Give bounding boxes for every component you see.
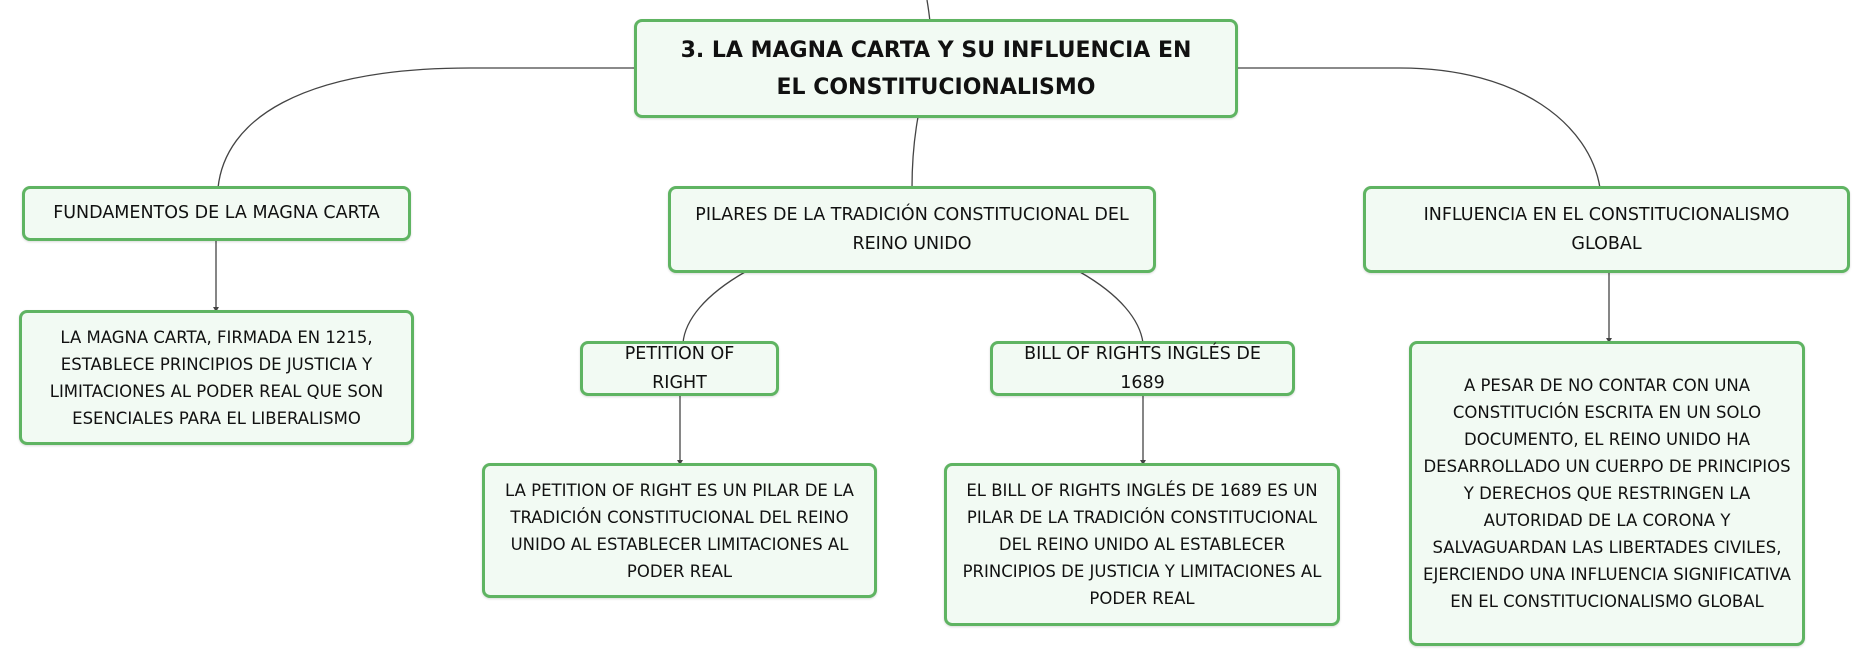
node-bill-detail[interactable]: EL BILL OF RIGHTS INGLÉS DE 1689 ES UN P… <box>944 463 1340 626</box>
node-petition-detail-text: LA PETITION OF RIGHT ES UN PILAR DE LA T… <box>505 480 854 581</box>
connector-pilares-to-petition <box>682 271 746 344</box>
connector-root-to-influencia <box>1237 67 1601 189</box>
arrowhead-bill-detail <box>1140 460 1146 465</box>
node-fundamentos[interactable]: FUNDAMENTOS DE LA MAGNA CARTA <box>22 186 411 241</box>
root-node[interactable]: 3. LA MAGNA CARTA Y SU INFLUENCIA EN EL … <box>634 19 1238 118</box>
node-influencia[interactable]: INFLUENCIA EN EL CONSTITUCIONALISMO GLOB… <box>1363 186 1850 273</box>
node-fundamentos-label: FUNDAMENTOS DE LA MAGNA CARTA <box>53 203 380 223</box>
node-pilares[interactable]: PILARES DE LA TRADICIÓN CONSTITUCIONAL D… <box>668 186 1156 273</box>
connector-root-to-pilares <box>911 116 919 189</box>
node-influencia-detail-text: A PESAR DE NO CONTAR CON UNA CONSTITUCIÓ… <box>1423 376 1791 611</box>
connector-root-to-fundamentos <box>217 67 637 189</box>
node-petition-detail[interactable]: LA PETITION OF RIGHT ES UN PILAR DE LA T… <box>482 463 877 598</box>
arrowhead-fundamentos-detail <box>213 307 219 312</box>
node-influencia-label: INFLUENCIA EN EL CONSTITUCIONALISMO GLOB… <box>1423 204 1790 254</box>
node-petition-of-right[interactable]: PETITION OF RIGHT <box>580 341 779 396</box>
node-bill-label: BILL OF RIGHTS INGLÉS DE 1689 <box>1024 343 1261 393</box>
node-fundamentos-detail-text: LA MAGNA CARTA, FIRMADA EN 1215, ESTABLE… <box>49 327 384 428</box>
root-title: 3. LA MAGNA CARTA Y SU INFLUENCIA EN EL … <box>680 37 1192 100</box>
node-fundamentos-detail[interactable]: LA MAGNA CARTA, FIRMADA EN 1215, ESTABLE… <box>19 310 414 445</box>
node-bill-detail-text: EL BILL OF RIGHTS INGLÉS DE 1689 ES UN P… <box>962 481 1322 608</box>
arrowhead-influencia-detail <box>1606 338 1612 343</box>
node-bill-of-rights[interactable]: BILL OF RIGHTS INGLÉS DE 1689 <box>990 341 1295 396</box>
arrowhead-petition-detail <box>677 460 683 465</box>
connector-pilares-to-bill <box>1079 271 1144 344</box>
node-influencia-detail[interactable]: A PESAR DE NO CONTAR CON UNA CONSTITUCIÓ… <box>1409 341 1805 646</box>
node-petition-label: PETITION OF RIGHT <box>624 343 735 393</box>
node-pilares-label: PILARES DE LA TRADICIÓN CONSTITUCIONAL D… <box>695 204 1129 254</box>
